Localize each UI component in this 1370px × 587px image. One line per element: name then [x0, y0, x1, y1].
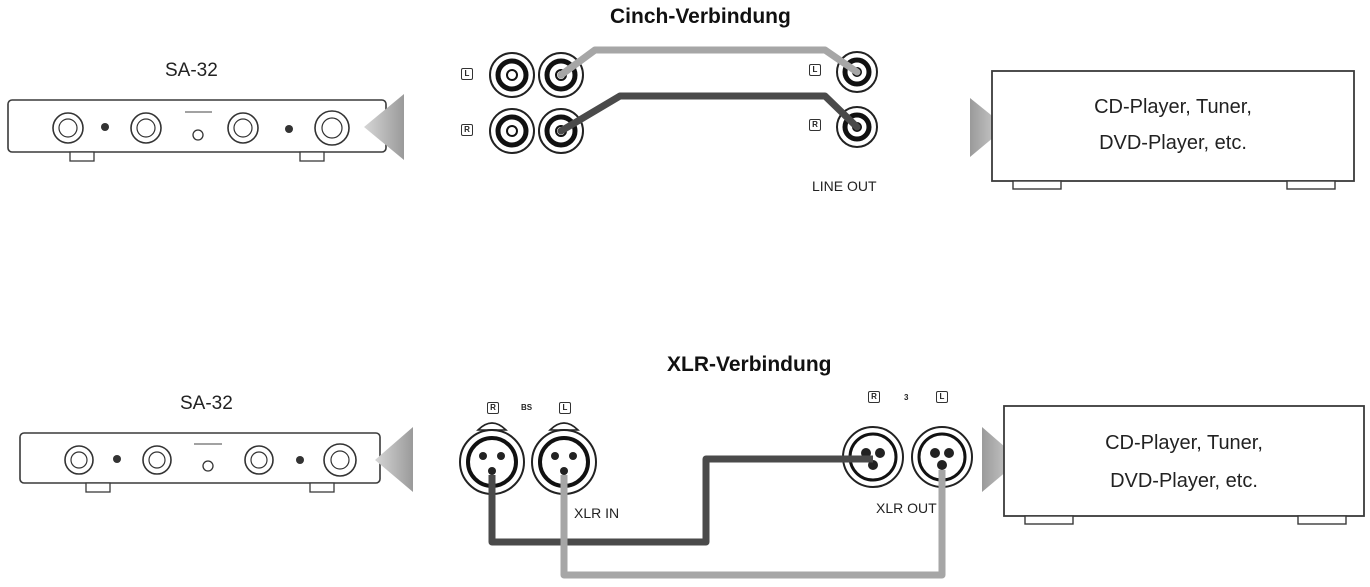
xlr-output-panel [842, 426, 973, 488]
cinch-source-line1: CD-Player, Tuner, [1094, 96, 1252, 118]
xlr-in-right-tag: R [487, 402, 499, 414]
cinch-cable-right [557, 92, 861, 135]
xlr-input-panel [459, 422, 597, 495]
cinch-amp-model-label: SA-32 [165, 60, 218, 81]
cinch-input-panel [489, 52, 584, 154]
xlr-out-right-tag: R [868, 391, 880, 403]
cinch-line-out-label: LINE OUT [812, 178, 877, 194]
cinch-out-left-tag: L [809, 64, 821, 76]
xlr-amp-model-label: SA-32 [180, 393, 233, 414]
cinch-out-right-tag: R [809, 119, 821, 131]
xlr-in-left-tag: L [559, 402, 571, 414]
xlr-amplifier [19, 432, 381, 493]
cinch-cable-left [557, 46, 861, 79]
xlr-title: XLR-Verbindung [667, 353, 832, 376]
cinch-source-device [991, 70, 1355, 190]
xlr-out-label: XLR OUT [876, 500, 937, 516]
xlr-cable-left [560, 470, 946, 579]
cinch-signal-arrow-in [364, 94, 404, 160]
cinch-amplifier [7, 99, 387, 162]
cinch-in-right-tag: R [461, 124, 473, 136]
xlr-out-center-tag: 3 [904, 393, 909, 402]
xlr-source-line1: CD-Player, Tuner, [1105, 432, 1263, 454]
xlr-signal-arrow-in [375, 427, 413, 492]
cinch-in-left-tag: L [461, 68, 473, 80]
xlr-out-left-tag: L [936, 391, 948, 403]
xlr-source-device [1003, 405, 1365, 525]
cinch-title: Cinch-Verbindung [610, 5, 791, 28]
xlr-in-center-tag: BS [521, 403, 533, 412]
xlr-cable-right [488, 455, 873, 546]
xlr-in-label: XLR IN [574, 505, 620, 521]
xlr-signal-arrow-out [982, 427, 1020, 492]
cinch-signal-arrow-out [970, 98, 1006, 157]
cinch-source-line2: DVD-Player, etc. [1099, 132, 1247, 154]
xlr-source-line2: DVD-Player, etc. [1110, 470, 1258, 492]
